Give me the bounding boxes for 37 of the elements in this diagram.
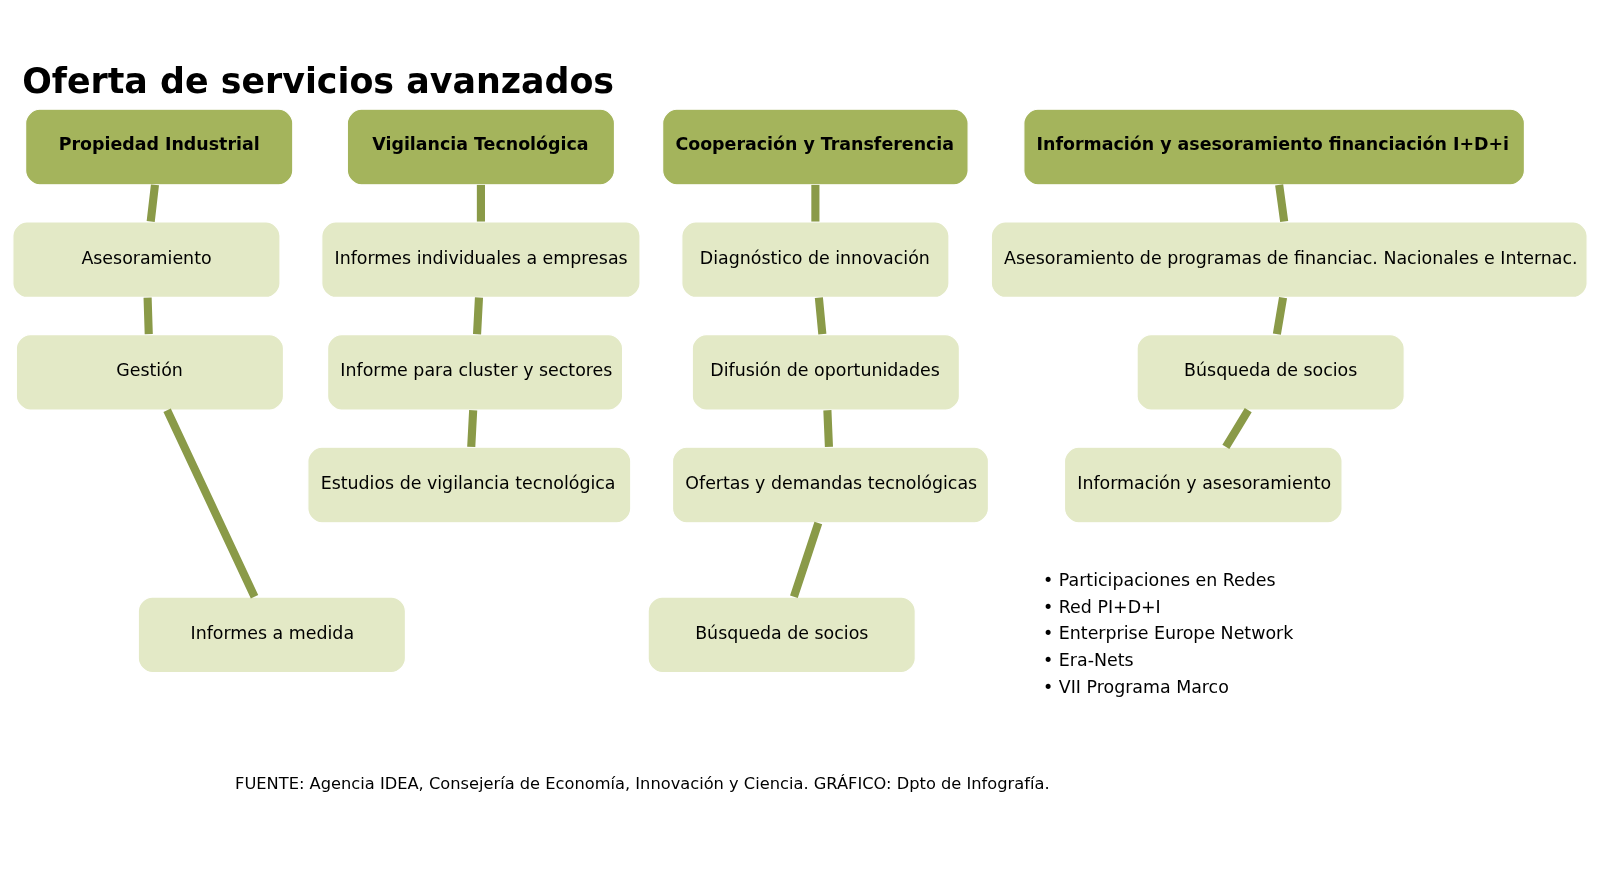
node-box: Cooperación y Transferencia [662, 108, 969, 185]
node-box: Informe para cluster y sectores [327, 333, 624, 411]
connector [790, 521, 823, 598]
connector [143, 296, 153, 334]
node-box: Propiedad Industrial [25, 108, 294, 185]
node-box: Estudios de vigilancia tecnológica [307, 446, 632, 523]
connector [163, 408, 259, 598]
connector [1272, 296, 1288, 335]
connector [811, 184, 820, 222]
node-box: Información y asesoramiento [1063, 446, 1343, 523]
node-box: Vigilancia Tecnológica [346, 108, 616, 185]
label: • Red PI+D+I [1043, 596, 1161, 617]
label: • Participaciones en Redes [1043, 569, 1276, 590]
node-box: Búsqueda de socios [647, 595, 916, 673]
connector [814, 296, 827, 335]
connector [467, 409, 478, 447]
node-box: Informes a medida [137, 595, 406, 673]
diagram-title: Oferta de servicios avanzados [22, 60, 615, 101]
connector [146, 183, 159, 222]
label: • Enterprise Europe Network [1043, 622, 1294, 643]
connector [1275, 183, 1289, 222]
node-box: Información y asesoramiento financiación I+D+i [1023, 108, 1525, 185]
node-box: Informes individuales a empresas [321, 220, 641, 298]
node-box: Asesoramiento [12, 220, 281, 298]
node-box: Diagnóstico de innovación [681, 220, 950, 298]
connector [1222, 407, 1252, 449]
connector [473, 296, 484, 334]
node-box: Gestión [15, 333, 285, 411]
label: • Era-Nets [1043, 649, 1134, 670]
caption: FUENTE: Agencia IDEA, Consejería de Economía, Innovación y Ciencia. GRÁFICO: Dpto de Infografía. [235, 773, 1050, 793]
node-box: Asesoramiento de programas de financiac. Nacionales e Internac. [990, 220, 1588, 298]
node-box: Búsqueda de socios [1136, 333, 1405, 411]
connector [476, 184, 485, 222]
label: • VII Programa Marco [1043, 676, 1229, 697]
connector [823, 409, 833, 447]
node-box: Ofertas y demandas tecnológicas [671, 446, 990, 523]
node-box: Difusión de oportunidades [691, 333, 960, 411]
